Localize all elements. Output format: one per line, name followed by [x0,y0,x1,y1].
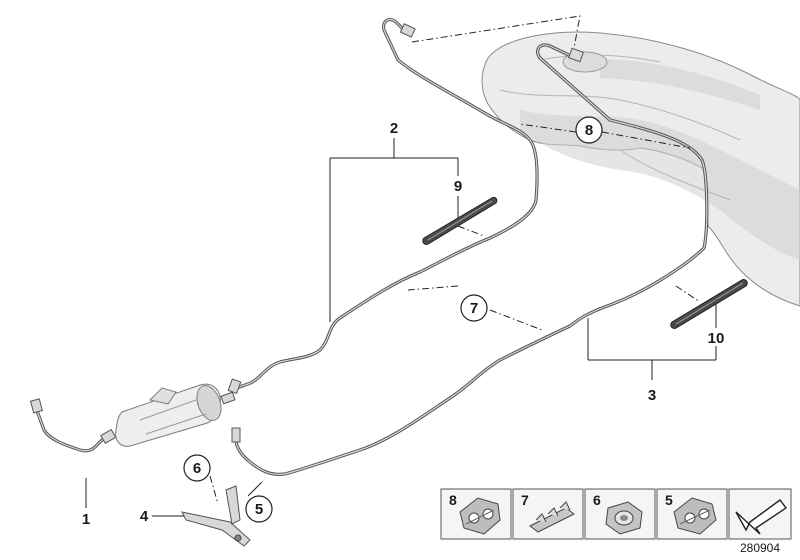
legend-label-8: 8 [449,492,457,508]
fuel-line-front [34,406,106,453]
callout-1: 1 [82,511,90,528]
callout-labels: 2 9 8 7 10 3 6 5 1 4 [82,120,725,528]
bracket-4 [181,485,251,547]
callout-8: 8 [585,122,593,139]
callout-3: 3 [648,387,656,404]
legend-label-5: 5 [665,492,673,508]
pipe-clip-7-icon [529,501,575,533]
fuel-tank [481,31,800,307]
legend-label-7: 7 [521,492,529,508]
pipe-clip-5-icon [673,497,717,535]
callout-7: 7 [470,300,478,317]
fuel-line-feed [232,17,539,390]
callout-9: 9 [454,178,462,195]
callout-10: 10 [708,330,725,347]
view-direction-arrow-icon [735,499,788,535]
callout-2: 2 [390,120,398,137]
fuel-line-return [234,43,709,476]
callout-circles [183,116,603,523]
legend-label-6: 6 [593,492,601,508]
dash-lines [209,15,701,505]
callout-circle-6 [183,454,211,482]
fuel-filter [115,383,236,447]
callout-circle-5 [245,495,273,523]
line-fittings [29,23,584,445]
protective-strip-10 [670,279,748,329]
callout-6: 6 [193,460,201,477]
document-number: 280904 [740,541,780,555]
callout-4: 4 [140,508,149,525]
callout-5: 5 [255,501,263,518]
protective-strip-9 [422,197,498,245]
callout-circle-7 [460,294,488,322]
callout-circle-8 [575,116,603,144]
hex-nut-6-icon [605,501,643,535]
parts-legend: 8 7 6 5 [440,488,792,540]
leader-lines [85,138,717,517]
pipe-clip-8-icon [459,497,501,535]
